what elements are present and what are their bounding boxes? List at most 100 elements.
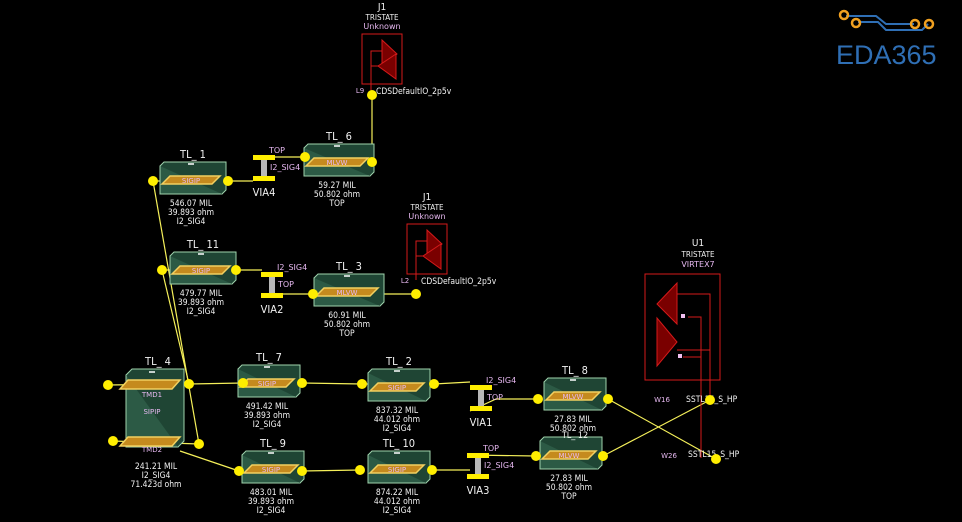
via-barrel	[261, 160, 267, 176]
pin-node[interactable]	[533, 394, 543, 404]
ic-model: Unknown	[363, 22, 400, 31]
tline-layer: TOP	[338, 329, 355, 339]
pin-node[interactable]	[531, 451, 541, 461]
tline-layer: I2_SIG4	[177, 217, 206, 227]
pin-node[interactable]	[367, 157, 377, 167]
pin-node[interactable]	[234, 466, 244, 476]
pin-node[interactable]	[231, 265, 241, 275]
pin-node[interactable]	[297, 378, 307, 388]
via-layer-top: TOP	[482, 444, 499, 453]
wire[interactable]	[152, 180, 200, 445]
ic-net	[415, 240, 427, 280]
wire[interactable]	[602, 399, 711, 457]
ic-outline	[644, 273, 721, 381]
ic-buffer: CDSDefaultIO_2p5v	[376, 87, 452, 97]
pin-node[interactable]	[355, 465, 365, 475]
tline-length: 483.01 MIL	[250, 488, 293, 498]
pin-node[interactable]	[157, 265, 167, 275]
pin-node[interactable]	[367, 90, 377, 100]
pin-node[interactable]	[411, 289, 421, 299]
tline-trace	[160, 175, 222, 185]
tline-impedance: 50.802 ohm	[546, 483, 592, 493]
via-layer-top: TOP	[268, 146, 285, 155]
tline-name: TL_ 9	[259, 437, 286, 450]
wire[interactable]	[607, 398, 717, 460]
tline-layer: I2_SIG4	[257, 506, 286, 516]
wire[interactable]	[301, 469, 361, 472]
via-layer-bottom: TOP	[277, 280, 294, 289]
ic-ref: J1	[422, 192, 431, 203]
via-pad-bottom	[253, 176, 275, 181]
pin-node[interactable]	[184, 379, 194, 389]
pin-node[interactable]	[603, 394, 613, 404]
tline-length: 27.83 MIL	[554, 415, 592, 425]
tline-layer: I2_SIG4	[142, 471, 171, 481]
pin-node[interactable]	[300, 152, 310, 162]
pin-node[interactable]	[103, 380, 113, 390]
pin-node[interactable]	[223, 176, 233, 186]
pin-node[interactable]	[108, 436, 118, 446]
ic-buffer: CDSDefaultIO_2p5v	[421, 277, 497, 287]
tline-inner-label: SIGIP	[258, 380, 276, 388]
via-barrel	[269, 277, 275, 293]
ic-model: VIRTEX7	[681, 260, 714, 269]
tline-impedance: 39.893 ohm	[168, 208, 214, 218]
tline-trace-bottom	[118, 436, 182, 447]
ic-state: TRISTATE	[364, 13, 399, 22]
pin-node[interactable]	[238, 378, 248, 388]
wire[interactable]	[301, 382, 363, 385]
tline-inner-label: MLVW	[327, 159, 348, 167]
wire[interactable]	[161, 269, 190, 385]
tline-inner-label: SIGIP	[388, 384, 406, 392]
tline-length: 837.32 MIL	[376, 406, 419, 416]
tline-impedance: 71.423d ohm	[130, 480, 181, 490]
pin-node[interactable]	[148, 176, 158, 186]
pin-node[interactable]	[429, 379, 439, 389]
pin-node[interactable]	[357, 379, 367, 389]
tline-inner-label: MLVW	[559, 452, 580, 460]
pin-node[interactable]	[711, 454, 721, 464]
pin-node[interactable]	[705, 395, 715, 405]
pin-node[interactable]	[194, 439, 204, 449]
pin-node[interactable]	[427, 465, 437, 475]
tline-trace	[540, 450, 598, 460]
pin-node[interactable]	[297, 466, 307, 476]
tline-inner-label: MLVW	[563, 393, 584, 401]
ic-ref: J1	[377, 2, 386, 13]
pin-node[interactable]	[308, 289, 318, 299]
via-name: VIA2	[261, 303, 284, 316]
ic-pin: L2	[401, 277, 409, 285]
eda365-logo: EDA365	[836, 8, 952, 70]
via-pad-bottom	[467, 474, 489, 479]
tline-length: 60.91 MIL	[328, 311, 366, 321]
wire[interactable]	[188, 382, 244, 385]
receiver-triangle-icon	[656, 281, 678, 326]
via-pad-bottom	[261, 293, 283, 298]
tline-inner-label: SIPIP	[143, 408, 160, 416]
tline-layer: I2_SIG4	[253, 420, 282, 430]
tline-impedance: 44.012 ohm	[374, 497, 420, 507]
wire[interactable]	[179, 450, 240, 472]
pin-marker	[678, 354, 682, 358]
tline-length: 491.42 MIL	[246, 402, 289, 412]
via-pad-top	[261, 272, 283, 277]
pin-node[interactable]	[598, 451, 608, 461]
